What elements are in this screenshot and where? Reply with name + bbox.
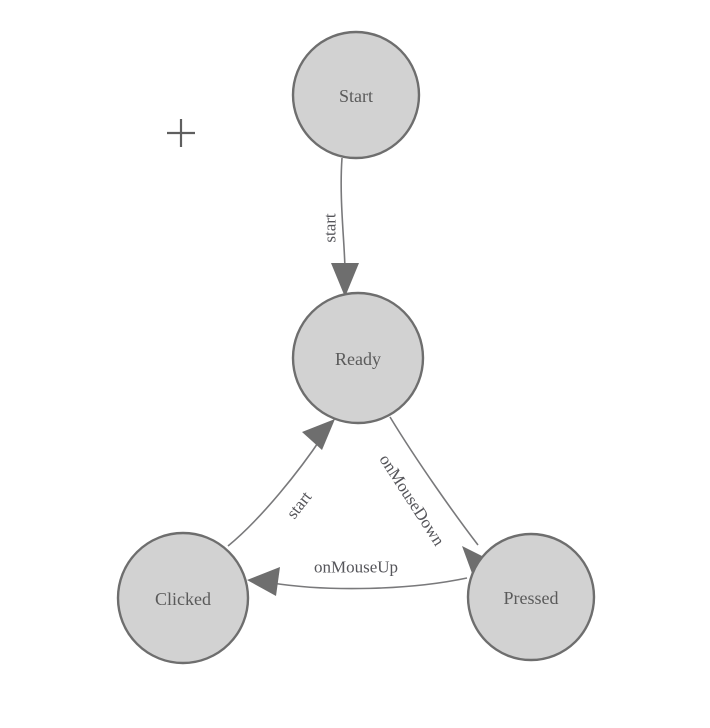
node-circle-ready[interactable] (291, 291, 425, 425)
edge-path-start-to-ready (340, 157, 346, 273)
arrowhead-into-ready-top (331, 263, 359, 297)
edge-label-ready-to-pressed: onMouseDown (375, 451, 448, 550)
edge-path-pressed-to-clicked (271, 577, 468, 590)
edge-label-clicked-to-ready: start (283, 487, 316, 522)
edge-path-ready-to-pressed (389, 416, 479, 546)
crosshair-icon (167, 119, 195, 147)
node-label-start: Start (339, 86, 373, 106)
node-label-clicked: Clicked (155, 589, 211, 609)
node-pressed[interactable]: Pressed (466, 532, 596, 662)
edge-ready-to-pressed[interactable]: onMouseDown (375, 416, 494, 576)
node-start[interactable]: Start (291, 30, 421, 160)
edge-pressed-to-clicked[interactable]: onMouseUp (247, 558, 468, 597)
node-circle-pressed[interactable] (466, 532, 596, 662)
node-label-pressed: Pressed (504, 588, 559, 608)
arrowhead-into-clicked (247, 567, 280, 596)
node-clicked[interactable]: Clicked (116, 531, 250, 665)
edge-path-clicked-to-ready (227, 436, 323, 547)
node-circle-clicked[interactable] (116, 531, 250, 665)
edge-label-pressed-to-clicked: onMouseUp (314, 558, 398, 577)
edge-label-start-to-ready: start (321, 213, 340, 243)
node-circle-start[interactable] (291, 30, 421, 160)
node-ready[interactable]: Ready (291, 291, 425, 425)
node-label-ready: Ready (335, 349, 381, 369)
edge-start-to-ready[interactable]: start (321, 157, 360, 297)
edge-clicked-to-ready[interactable]: start (227, 419, 335, 547)
arrowhead-into-ready-lower-left (302, 419, 335, 450)
